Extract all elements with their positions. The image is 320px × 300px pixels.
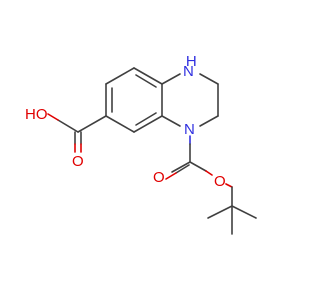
bond bbox=[133, 67, 163, 85]
bond bbox=[161, 115, 181, 127]
bond bbox=[175, 164, 190, 174]
aromatic-bond bbox=[135, 74, 157, 88]
aromatic-bond bbox=[135, 112, 157, 126]
molecule-diagram: NH N HO O O O bbox=[25, 53, 257, 235]
bond bbox=[47, 113, 59, 121]
bond bbox=[231, 205, 257, 219]
bond bbox=[133, 115, 163, 133]
bond bbox=[161, 73, 181, 85]
piperazine-ring bbox=[161, 73, 219, 127]
boc-group bbox=[165, 135, 257, 235]
n-boc-label: N bbox=[184, 121, 195, 138]
bond bbox=[199, 115, 219, 127]
benzene-ring bbox=[105, 67, 163, 133]
bond bbox=[225, 183, 233, 188]
nh-label: NH bbox=[183, 53, 197, 80]
bond bbox=[57, 119, 79, 133]
bond bbox=[205, 170, 213, 176]
ho-label: HO bbox=[25, 106, 48, 123]
bond bbox=[189, 161, 207, 172]
acid-oxygen-label: O bbox=[72, 153, 84, 170]
bond bbox=[207, 205, 233, 219]
ester-oxygen-label: O bbox=[214, 173, 226, 190]
bond bbox=[77, 115, 107, 133]
carbonyl-oxygen-label: O bbox=[153, 169, 165, 186]
carboxylic-acid-group bbox=[47, 113, 107, 153]
bond bbox=[105, 115, 135, 133]
bond bbox=[165, 172, 177, 180]
bond bbox=[105, 67, 135, 85]
bond bbox=[199, 73, 219, 85]
bond bbox=[171, 161, 191, 173]
